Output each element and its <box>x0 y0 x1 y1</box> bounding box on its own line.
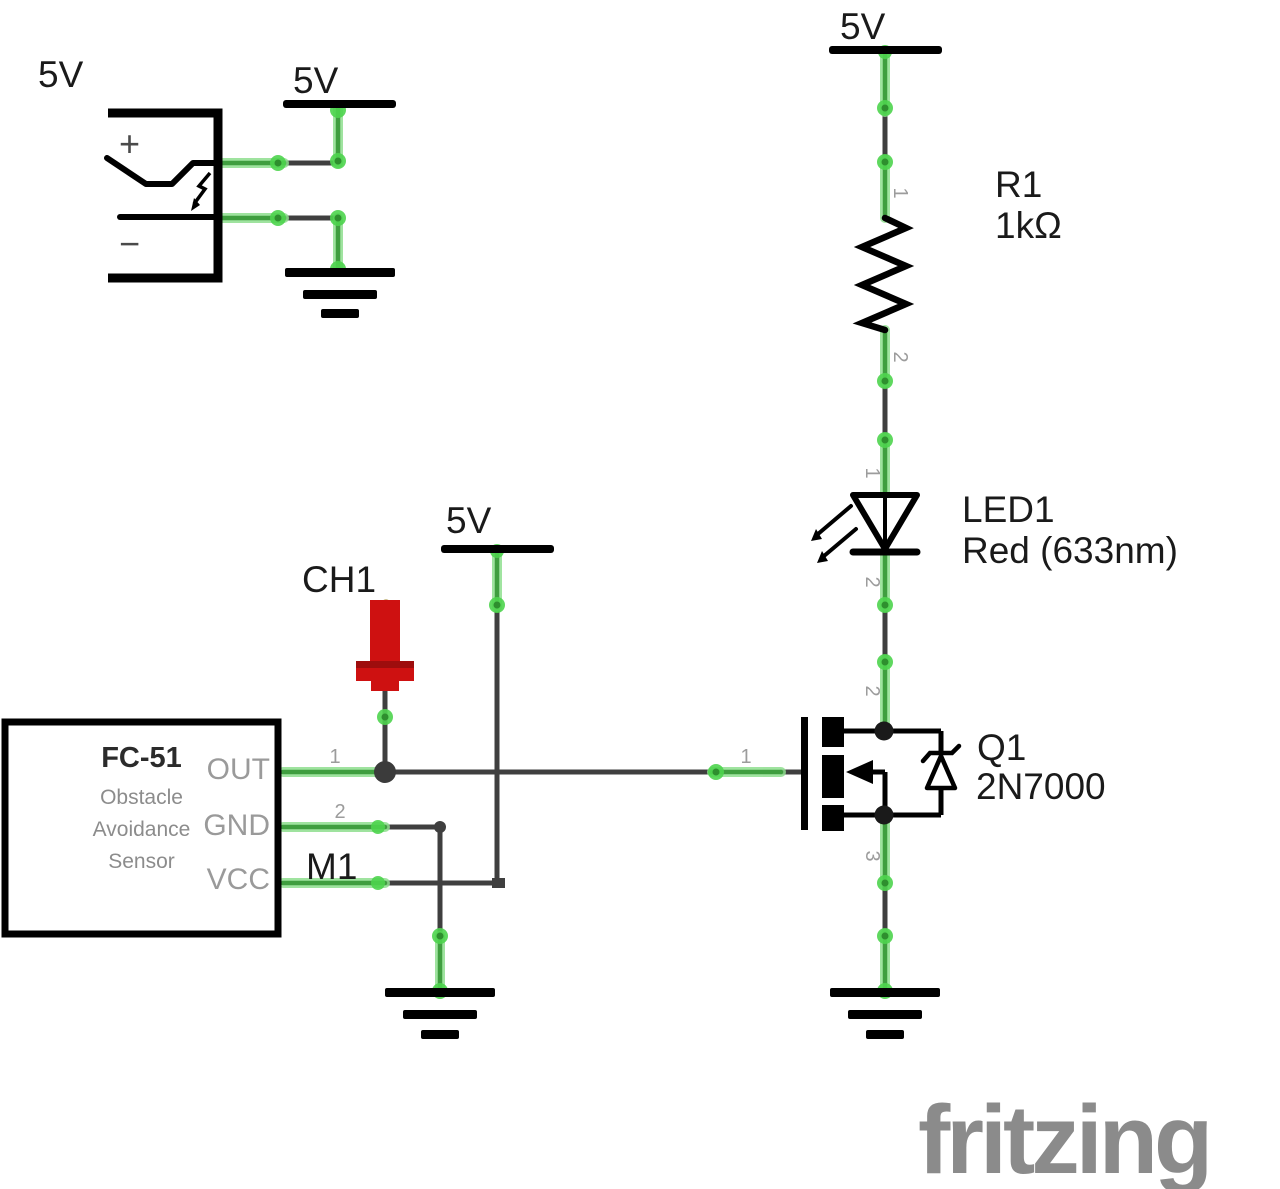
pin-number: 2 <box>861 576 883 588</box>
mosfet-symbol[interactable] <box>801 717 962 831</box>
sensor-pin-gnd-label: GND <box>203 809 270 842</box>
junction-dot <box>374 761 396 783</box>
pin-number: 1 <box>889 187 911 199</box>
pin-number: 2 <box>889 351 911 363</box>
power-jack-symbol[interactable] <box>104 108 223 283</box>
resistor-designator[interactable]: R1 <box>995 164 1043 205</box>
fritzing-watermark: fritzing <box>918 1085 1213 1189</box>
sensor-desc: Sensor <box>108 850 175 873</box>
rail-5v-icon[interactable] <box>441 545 554 553</box>
pin-number: 1 <box>740 746 752 768</box>
pin-number: 2 <box>861 685 883 697</box>
rail-right-label: 5V <box>840 6 886 47</box>
sensor-designator[interactable]: M1 <box>306 846 358 887</box>
resistor-value[interactable]: 1kΩ <box>995 205 1062 246</box>
sensor-desc: Avoidance <box>92 818 191 841</box>
led-symbol[interactable] <box>811 492 921 563</box>
wire-corner <box>434 821 446 833</box>
mosfet-designator[interactable]: Q1 <box>977 727 1027 768</box>
rail-left-label: 5V <box>293 60 339 101</box>
plus-sign: + <box>119 123 141 164</box>
ground-icon[interactable] <box>285 268 395 318</box>
sensor-pin-vcc-label: VCC <box>206 863 270 896</box>
junction-dot <box>874 805 894 825</box>
sensor-pin-out-label: OUT <box>206 753 270 786</box>
sensor-desc: Obstacle <box>100 786 183 809</box>
probe-icon[interactable] <box>356 599 414 692</box>
led-designator[interactable]: LED1 <box>962 489 1055 530</box>
rail-5v-icon[interactable] <box>283 100 396 108</box>
ground-icon[interactable] <box>385 988 495 1039</box>
mosfet-value[interactable]: 2N7000 <box>976 766 1106 807</box>
ground-icon[interactable] <box>830 988 940 1039</box>
sensor-box[interactable] <box>1 718 282 938</box>
wire-corner <box>492 878 505 888</box>
junction-dot <box>874 721 894 741</box>
sensor-title: FC-51 <box>101 742 182 774</box>
pin-number: 3 <box>861 850 883 862</box>
minus-sign: − <box>119 223 141 264</box>
connector-dots <box>270 45 893 999</box>
resistor-symbol[interactable] <box>852 214 915 334</box>
led-light-arrows-icon <box>811 504 858 563</box>
rail-mid-label: 5V <box>446 500 492 541</box>
pin-number: 1 <box>861 467 883 479</box>
rail-5v-icon[interactable] <box>829 46 942 54</box>
body-diode-icon <box>920 731 962 815</box>
wire[interactable] <box>382 824 443 935</box>
probe-designator[interactable]: CH1 <box>302 559 377 600</box>
lightning-bolt-icon <box>191 171 212 211</box>
pin-number: 1 <box>329 746 341 768</box>
led-value[interactable]: Red (633nm) <box>962 530 1178 571</box>
pin-number: 2 <box>334 801 346 823</box>
power-source-label: 5V <box>38 54 84 95</box>
